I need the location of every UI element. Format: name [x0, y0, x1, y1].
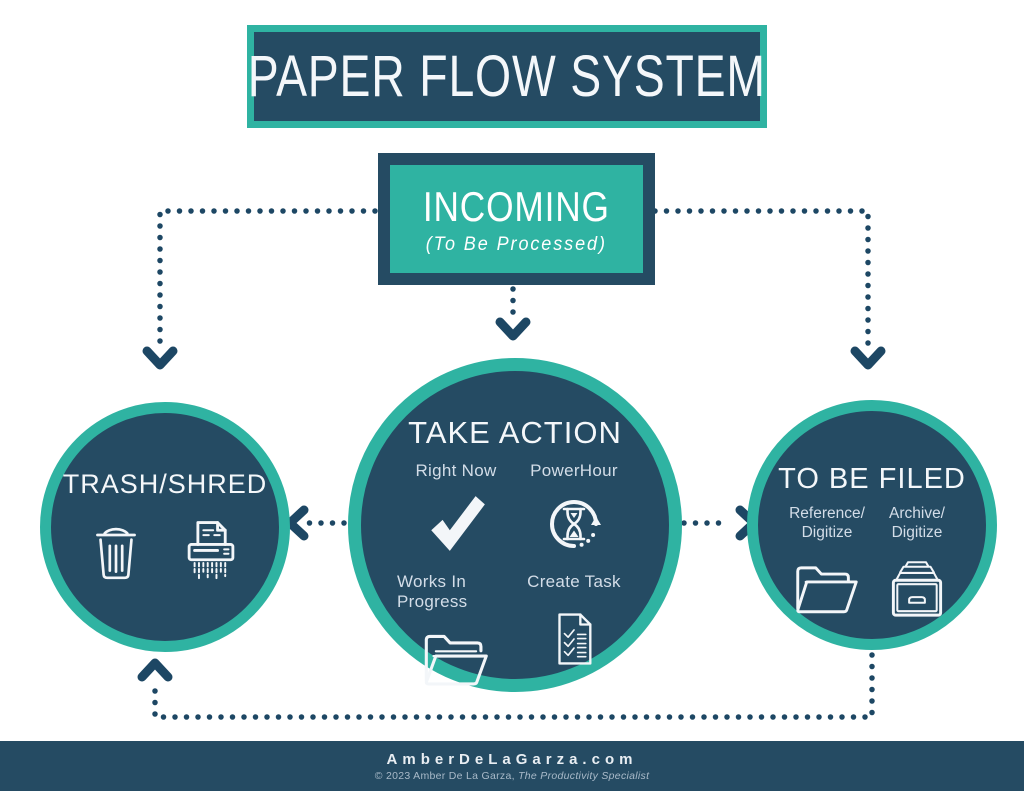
incoming-subtitle: (To Be Processed) — [425, 233, 608, 255]
title-banner: PAPER FLOW SYSTEM — [247, 25, 767, 128]
trash-can-icon — [83, 516, 149, 591]
footer-copyright: © 2023 Amber De La Garza, The Productivi… — [374, 769, 650, 782]
footer-website: AmberDeLaGarza.com — [386, 750, 638, 768]
filed-item-archive: Archive/Digitize — [872, 504, 962, 628]
powerhour-label: PowerHour — [530, 461, 618, 480]
arrow-up-to-trash-icon — [137, 658, 173, 682]
filed-item-reference: Reference/Digitize — [782, 504, 872, 628]
create-task-label: Create Task — [527, 572, 621, 591]
works-in-progress-label: Works In Progress — [397, 572, 468, 611]
trash-shred-circle: TRASH/SHRED — [40, 402, 290, 652]
checkmark-icon — [423, 488, 489, 560]
trash-shred-title: TRASH/SHRED — [62, 469, 268, 499]
to-be-filed-title: TO BE FILED — [778, 463, 966, 495]
action-item-powerhour: PowerHour — [515, 461, 633, 560]
folder-documents-icon — [415, 619, 497, 699]
take-action-title: TAKE ACTION — [408, 415, 622, 450]
incoming-title: INCOMING — [422, 182, 611, 230]
hourglass-cycle-icon — [542, 488, 606, 560]
to-be-filed-circle: TO BE FILED Reference/Digitize Archive/D… — [747, 400, 997, 650]
footer-bar: AmberDeLaGarza.com © 2023 Amber De La Ga… — [0, 741, 1024, 791]
right-now-label: Right Now — [415, 461, 497, 480]
reference-digitize-label: Reference/Digitize — [789, 505, 865, 542]
archive-drawer-icon — [877, 551, 957, 628]
action-item-works-in-progress: Works In Progress — [397, 572, 515, 699]
connector-incoming-to-trash — [157, 208, 378, 351]
take-action-circle: TAKE ACTION Right Now PowerHour — [348, 358, 682, 692]
archive-digitize-label: Archive/Digitize — [889, 505, 945, 542]
arrow-down-to-trash-icon — [142, 346, 178, 370]
arrow-down-to-action-icon — [495, 317, 531, 341]
action-item-create-task: Create Task — [515, 572, 633, 699]
incoming-box: INCOMING (To Be Processed) — [378, 153, 655, 285]
action-item-right-now: Right Now — [397, 461, 515, 560]
task-list-icon — [545, 599, 603, 679]
arrow-down-to-filed-icon — [850, 346, 886, 370]
connector-incoming-to-filed — [652, 208, 871, 351]
arrow-left-to-trash-icon — [285, 505, 309, 541]
paper-shredder-icon — [175, 516, 247, 591]
open-folder-icon — [785, 551, 869, 628]
page-title: PAPER FLOW SYSTEM — [247, 44, 767, 109]
